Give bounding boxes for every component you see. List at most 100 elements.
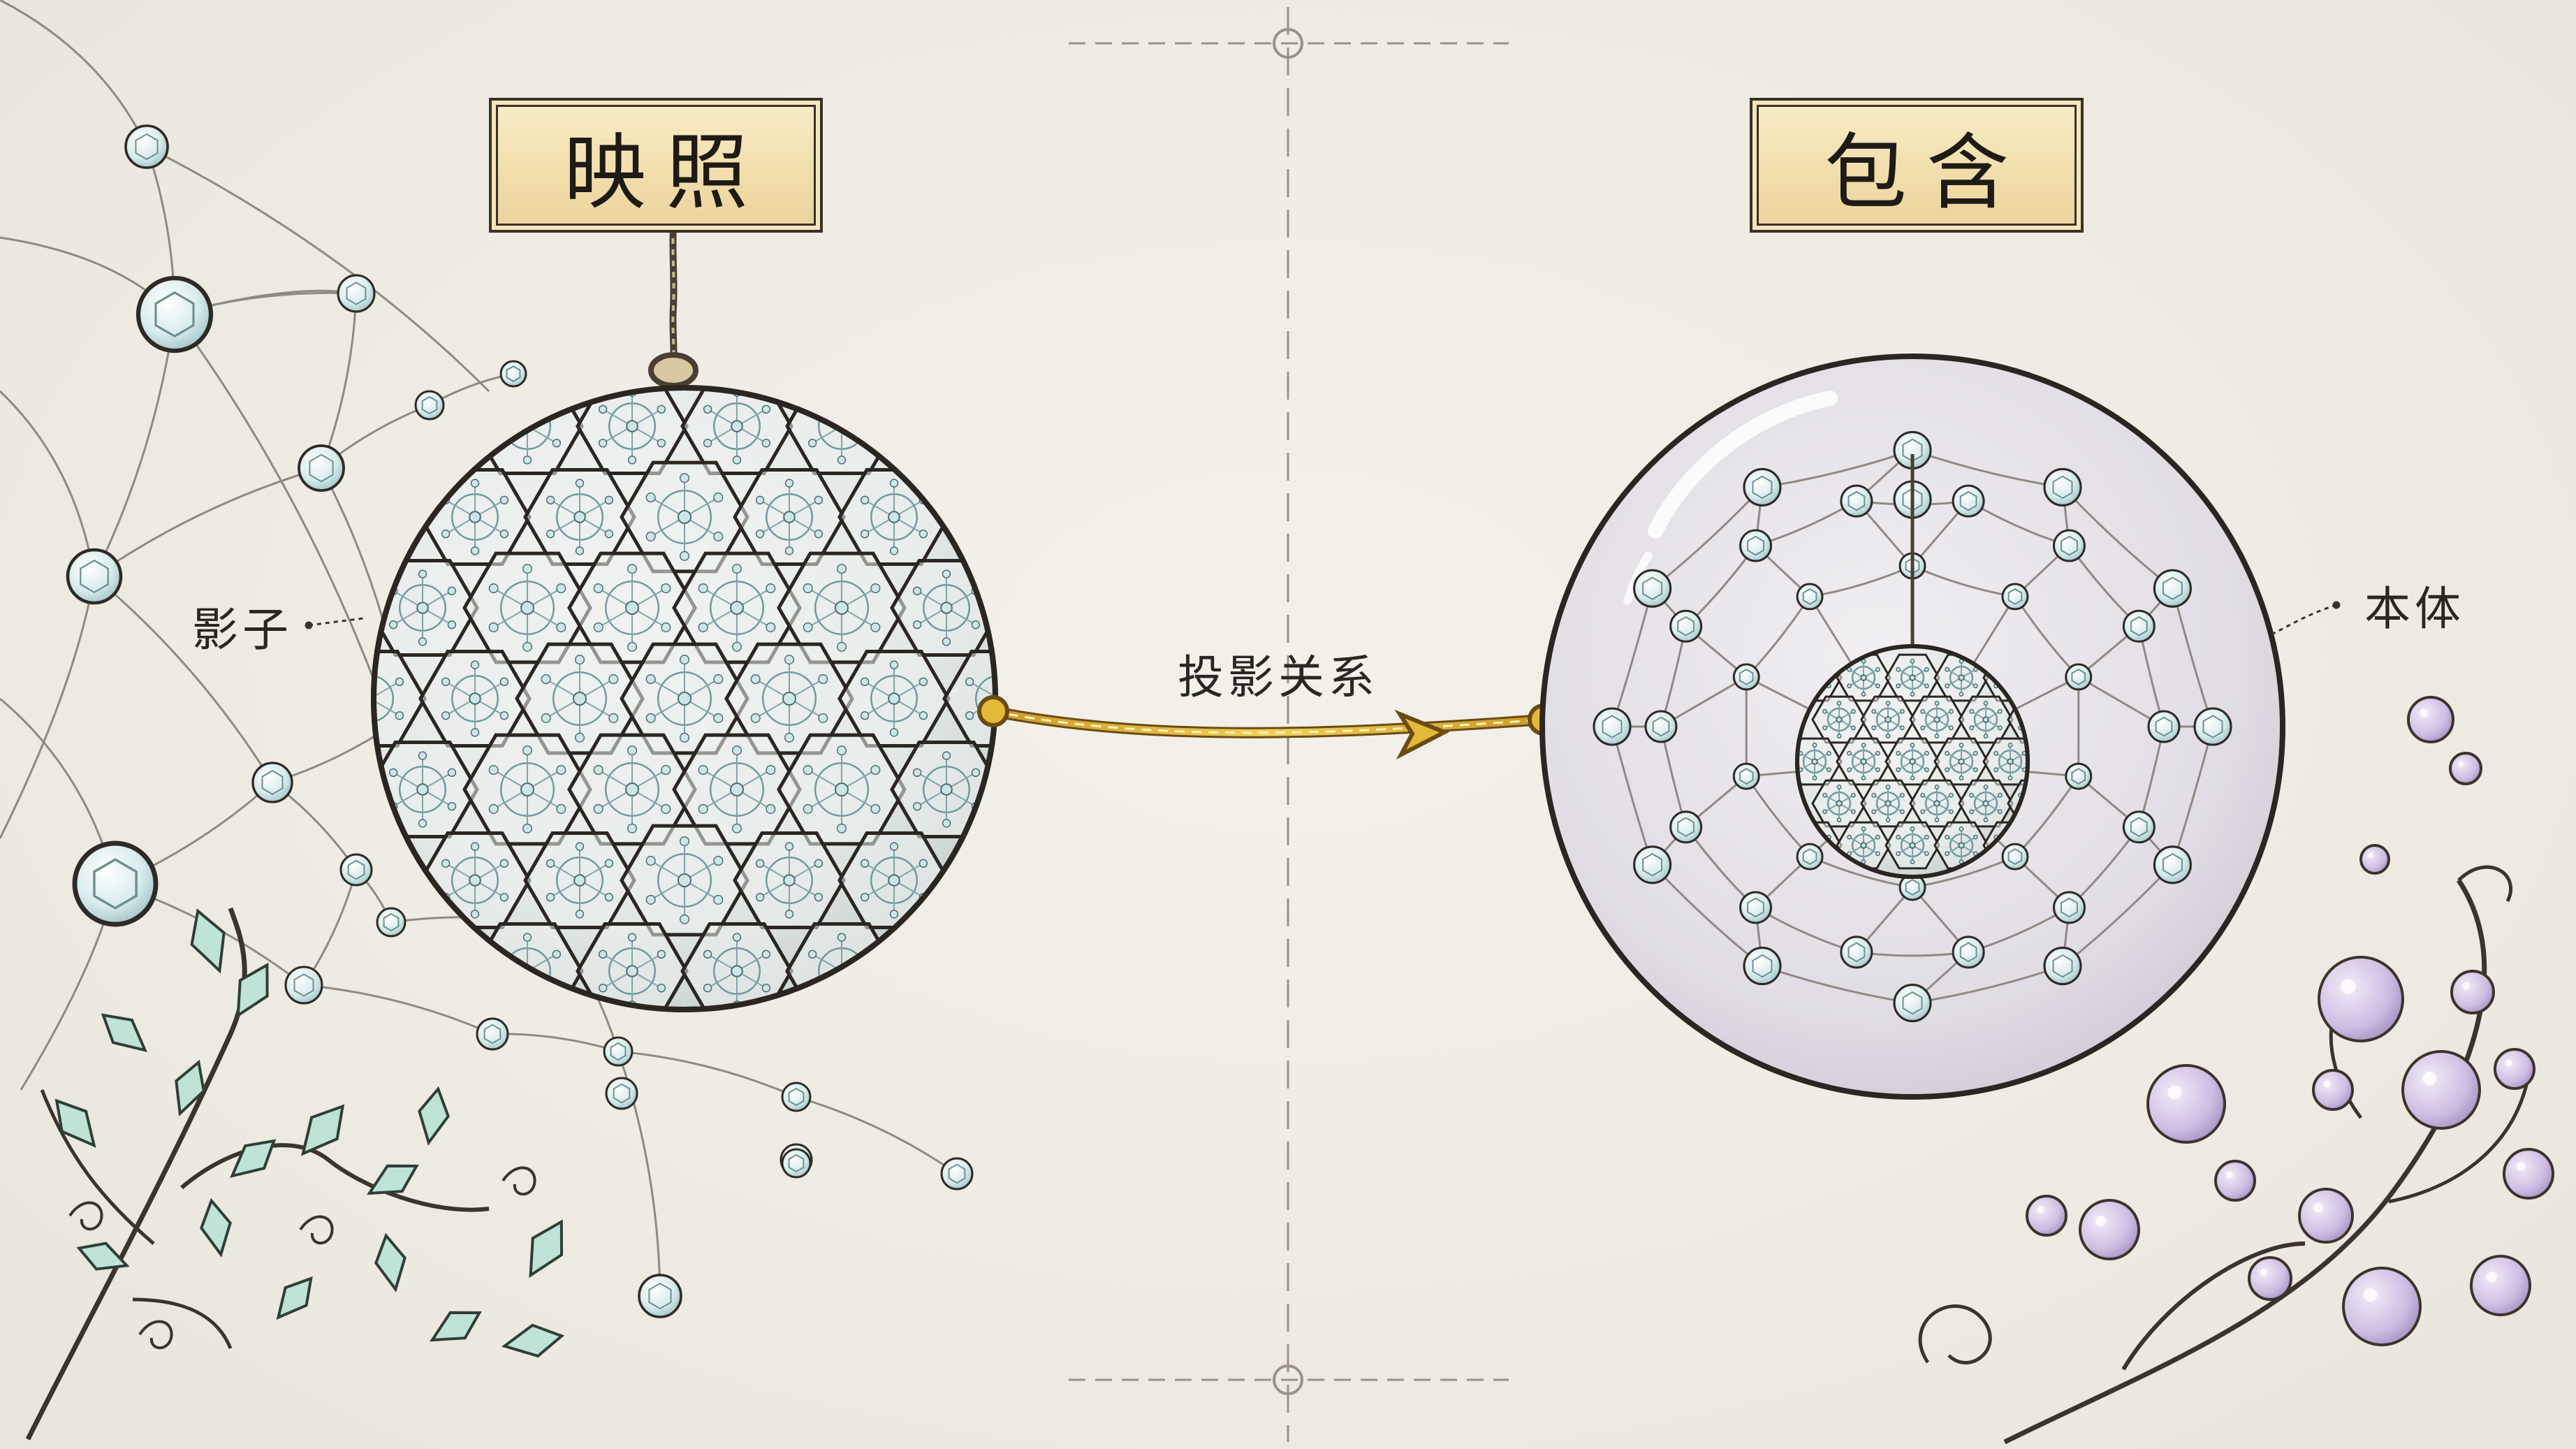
crystal-node bbox=[337, 274, 376, 313]
crystal-leaf bbox=[374, 1232, 407, 1293]
lattice-strand bbox=[146, 145, 490, 393]
geodesic-sphere-large bbox=[371, 385, 998, 1012]
crystal-node bbox=[499, 360, 527, 388]
vine-curl bbox=[1918, 1304, 1992, 1364]
bubble-crystal-node bbox=[2043, 947, 2082, 986]
lattice-strand bbox=[0, 576, 96, 839]
crystal-node bbox=[603, 1036, 634, 1067]
sphere-facet bbox=[1836, 653, 1891, 702]
vine-curl bbox=[68, 1201, 103, 1231]
vine-curl bbox=[138, 1320, 173, 1350]
crystal-leaf bbox=[429, 1311, 482, 1342]
lattice-strand bbox=[0, 390, 96, 577]
lattice-edge bbox=[94, 467, 322, 578]
berry bbox=[2079, 1199, 2140, 1260]
berry bbox=[2146, 1064, 2226, 1144]
bubble-crystal-node bbox=[1633, 845, 1672, 884]
bubble-crystal-node bbox=[2001, 843, 2029, 871]
crystal-leaf bbox=[200, 1197, 232, 1258]
vine-curl bbox=[299, 1215, 334, 1245]
crystal-leaf bbox=[76, 1242, 130, 1271]
bubble-crystal-node bbox=[1743, 467, 1782, 507]
vine-stem bbox=[180, 1143, 490, 1212]
sphere-facet bbox=[1885, 821, 1940, 870]
sphere-facet bbox=[620, 460, 749, 574]
crystal-node bbox=[72, 840, 159, 927]
crystal-node bbox=[781, 1082, 812, 1112]
crystal-node bbox=[339, 853, 373, 887]
berry bbox=[2318, 956, 2404, 1042]
berry bbox=[2312, 1069, 2354, 1111]
bubble-lattice-spoke bbox=[1660, 676, 1747, 728]
vine-stem bbox=[132, 1297, 233, 1349]
sphere-facet bbox=[1933, 737, 1989, 786]
crystal-node bbox=[414, 390, 445, 421]
title-reflection: 映照 bbox=[563, 124, 768, 221]
vine-stem bbox=[25, 907, 247, 1441]
lattice-edge bbox=[93, 314, 176, 577]
leafy-vine-left bbox=[25, 907, 565, 1441]
vine-curl bbox=[2457, 865, 2513, 903]
lattice-strand bbox=[0, 0, 148, 147]
crystal-node bbox=[940, 1157, 974, 1190]
bubble-crystal-node bbox=[1644, 710, 1678, 743]
bubble-crystal-node bbox=[1633, 569, 1672, 608]
berry-highlight bbox=[2422, 1071, 2437, 1086]
bubble-crystal-node bbox=[1952, 935, 1985, 969]
sphere-facet bbox=[733, 831, 846, 929]
title-plaque-left: 映照 bbox=[489, 98, 823, 233]
sphere-facet bbox=[672, 551, 802, 664]
bubble-crystal-node bbox=[1669, 810, 1703, 844]
bubble-crystal-node bbox=[1732, 663, 1760, 691]
annotation-entity: 本体 bbox=[2364, 582, 2465, 636]
crystal-node bbox=[251, 762, 293, 803]
sphere-facet bbox=[620, 824, 749, 937]
crystal-leaf bbox=[175, 1059, 205, 1117]
sphere-facet bbox=[724, 642, 854, 755]
berry-highlight bbox=[2095, 1215, 2106, 1226]
annotation-leaders bbox=[305, 601, 2341, 637]
sphere-facet bbox=[680, 922, 793, 1010]
crystal-leaf bbox=[236, 962, 269, 1019]
bubble-crystal-node bbox=[2122, 810, 2156, 844]
berry bbox=[2407, 696, 2454, 743]
sphere-facet bbox=[620, 642, 749, 755]
lattice-edge bbox=[320, 293, 358, 469]
lattice-edge bbox=[617, 1050, 797, 1098]
berry-highlight bbox=[2458, 761, 2464, 767]
bubble-crystal-node bbox=[2065, 762, 2093, 790]
berry-highlight bbox=[2486, 1271, 2497, 1282]
sphere-facet bbox=[462, 551, 592, 664]
sphere-facet bbox=[374, 831, 427, 929]
berry bbox=[2248, 1256, 2292, 1301]
lattice-edge bbox=[94, 575, 274, 783]
bubble-crystal-node bbox=[1796, 583, 1824, 611]
bubble-crystal-node bbox=[1743, 947, 1782, 986]
crystal-node bbox=[66, 548, 123, 605]
bubble-crystal-node bbox=[2001, 583, 2029, 611]
sphere-facet bbox=[672, 733, 802, 846]
bubble-crystal-node bbox=[1593, 707, 1632, 746]
containment-bubble bbox=[1539, 354, 2285, 1100]
lattice-strand bbox=[173, 314, 393, 727]
crystal-node bbox=[284, 966, 323, 1005]
vine-stem bbox=[40, 1089, 155, 1245]
bubble-crystal-node bbox=[1840, 484, 1873, 518]
crystal-node bbox=[376, 907, 407, 938]
bubble-crystal-node bbox=[1796, 843, 1824, 871]
bubble-crystal-node bbox=[1732, 762, 1760, 790]
crystal-leaf bbox=[418, 1086, 450, 1146]
bubble-crystal-node bbox=[1893, 984, 1932, 1023]
crystal-leaf bbox=[300, 1104, 345, 1156]
crystal-node bbox=[638, 1274, 682, 1318]
berry-highlight bbox=[2420, 708, 2429, 718]
crystal-leaf bbox=[529, 1219, 564, 1279]
sphere-facet bbox=[837, 650, 951, 748]
bubble-crystal-node bbox=[2052, 529, 2086, 562]
berry-highlight bbox=[2037, 1206, 2044, 1214]
vine-stem bbox=[2388, 1075, 2531, 1204]
bubble-crystal-node bbox=[2147, 710, 2181, 743]
lattice-edge bbox=[492, 1033, 619, 1053]
